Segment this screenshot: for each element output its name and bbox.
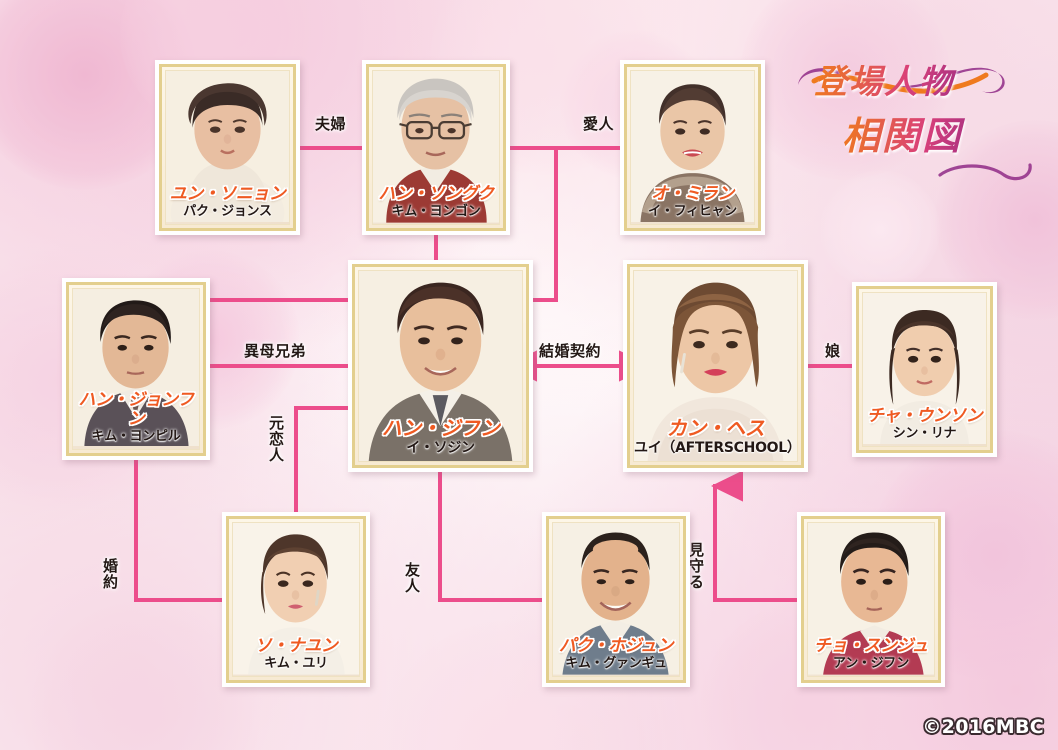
character-card-han-jihun[interactable]: ハン・ジフン イ・ソジン	[348, 260, 533, 472]
portrait-kang-hesu	[634, 271, 797, 461]
character-card-so-nayun[interactable]: ソ・ナユン キム・ユリ	[222, 512, 370, 687]
card-name-block: ハン・ジョンフン キム・ヨンピル	[73, 391, 199, 444]
card-name-block: カン・ヘス ユイ（AFTERSCHOOL）	[634, 417, 797, 456]
relation-label-moto-koibito: 元恋人	[267, 415, 285, 463]
title-line-1: 登場人物	[814, 55, 1040, 103]
portrait-so-nayun	[233, 523, 359, 675]
character-photo: ソ・ナユン キム・ユリ	[232, 522, 360, 677]
card-frame: ハン・ジフン イ・ソジン	[352, 264, 529, 468]
relation-label-musume: 娘	[825, 342, 841, 360]
character-card-pak-hojun[interactable]: パク・ホジュン キム・グァンギュ	[542, 512, 690, 687]
relation-label-konyaku: 婚約	[101, 558, 119, 590]
character-photo: チョ・スンジュ アン・ジフン	[807, 522, 935, 677]
card-name-block: チャ・ウンソン シン・リナ	[863, 407, 986, 441]
card-frame: ハン・ソングク キム・ヨンゴン	[366, 64, 506, 231]
character-name: パク・ホジュン	[559, 636, 673, 657]
portrait-pak-hojun	[553, 523, 679, 675]
character-photo: カン・ヘス ユイ（AFTERSCHOOL）	[633, 270, 798, 462]
title-flourish-icon	[798, 67, 1032, 181]
actor-name: キム・ヨンゴン	[391, 203, 481, 219]
portrait-o-miran	[631, 71, 754, 223]
actor-name: キム・ユリ	[264, 655, 328, 671]
actor-name: アン・ジフン	[833, 655, 909, 671]
character-name: ハン・ソングク	[378, 184, 494, 205]
character-name: チャ・ウンソン	[866, 406, 983, 427]
character-card-kang-hesu[interactable]: カン・ヘス ユイ（AFTERSCHOOL）	[623, 260, 808, 472]
character-photo: チャ・ウンソン シン・リナ	[862, 292, 987, 447]
portrait-han-jihun	[359, 271, 522, 461]
card-name-block: パク・ホジュン キム・グァンギュ	[553, 637, 679, 671]
actor-name: パク・ジョンス	[183, 203, 272, 219]
title-line-2: 相関図	[842, 105, 1040, 160]
card-frame: パク・ホジュン キム・グァンギュ	[546, 516, 686, 683]
card-name-block: ソ・ナユン キム・ユリ	[233, 637, 359, 671]
card-frame: ハン・ジョンフン キム・ヨンピル	[66, 282, 206, 456]
card-name-block: ユン・ソニョン パク・ジョンス	[166, 185, 289, 219]
card-frame: ユン・ソニョン パク・ジョンス	[159, 64, 296, 231]
portrait-yun-sonyon	[166, 71, 289, 223]
line-moto-koibito	[294, 406, 350, 514]
chart-title: 登場人物 相関図	[790, 55, 1040, 181]
character-name: ハン・ジフン	[381, 415, 500, 440]
relation-label-aijin: 愛人	[583, 115, 615, 133]
card-frame: オ・ミラン イ・フィヒャン	[624, 64, 761, 231]
line-miran-jonghun	[208, 146, 558, 302]
character-photo: ハン・ジフン イ・ソジン	[358, 270, 523, 462]
character-name: チョ・スンジュ	[813, 636, 929, 657]
card-frame: カン・ヘス ユイ（AFTERSCHOOL）	[627, 264, 804, 468]
character-card-yun-sonyon[interactable]: ユン・ソニョン パク・ジョンス	[155, 60, 300, 235]
actor-name: キム・ヨンピル	[91, 428, 181, 444]
line-yujin	[438, 470, 544, 602]
actor-name: イ・フィヒャン	[648, 203, 737, 219]
actor-name: シン・リナ	[892, 425, 957, 441]
card-frame: ソ・ナユン キム・ユリ	[226, 516, 366, 683]
character-name: ハン・ジョンフン	[78, 390, 195, 430]
character-name: ソ・ナユン	[254, 636, 338, 657]
card-frame: チャ・ウンソン シン・リナ	[856, 286, 993, 453]
relation-label-ibo-kyodai: 異母兄弟	[244, 342, 307, 360]
actor-name: ユイ（AFTERSCHOOL）	[634, 439, 798, 456]
relation-label-kekkon-keiyaku: 結婚契約	[539, 342, 602, 360]
character-card-cha-unson[interactable]: チャ・ウンソン シン・リナ	[852, 282, 997, 457]
portrait-cho-sunju	[808, 523, 934, 675]
card-name-block: ハン・ジフン イ・ソジン	[359, 417, 522, 456]
character-photo: オ・ミラン イ・フィヒャン	[630, 70, 755, 225]
relation-label-fufu: 夫婦	[315, 115, 347, 133]
character-photo: パク・ホジュン キム・グァンギュ	[552, 522, 680, 677]
character-photo: ハン・ジョンフン キム・ヨンピル	[72, 288, 200, 450]
character-name: カン・ヘス	[666, 415, 765, 440]
portrait-han-jonghun	[73, 289, 199, 447]
actor-name: イ・ソジン	[406, 439, 475, 456]
actor-name: キム・グァンギュ	[565, 655, 667, 671]
character-card-cho-sunju[interactable]: チョ・スンジュ アン・ジフン	[797, 512, 945, 687]
character-card-han-jonghun[interactable]: ハン・ジョンフン キム・ヨンピル	[62, 278, 210, 460]
character-card-o-miran[interactable]: オ・ミラン イ・フィヒャン	[620, 60, 765, 235]
character-name: オ・ミラン	[651, 184, 734, 205]
character-photo: ハン・ソングク キム・ヨンゴン	[372, 70, 500, 225]
character-card-han-songuk[interactable]: ハン・ソングク キム・ヨンゴン	[362, 60, 510, 235]
card-name-block: チョ・スンジュ アン・ジフン	[808, 637, 934, 671]
copyright-notice: ©2016MBC	[922, 716, 1044, 738]
character-photo: ユン・ソニョン パク・ジョンス	[165, 70, 290, 225]
card-frame: チョ・スンジュ アン・ジフン	[801, 516, 941, 683]
line-konyaku	[134, 458, 224, 602]
card-name-block: ハン・ソングク キム・ヨンゴン	[373, 185, 499, 219]
card-name-block: オ・ミラン イ・フィヒャン	[631, 185, 754, 219]
portrait-cha-unson	[863, 293, 986, 445]
relation-label-mimamoru: 見守る	[687, 542, 705, 590]
line-mimamoru	[711, 470, 799, 602]
portrait-han-songuk	[373, 71, 499, 223]
character-name: ユン・ソニョン	[169, 184, 286, 205]
relation-label-yujin: 友人	[403, 562, 421, 594]
